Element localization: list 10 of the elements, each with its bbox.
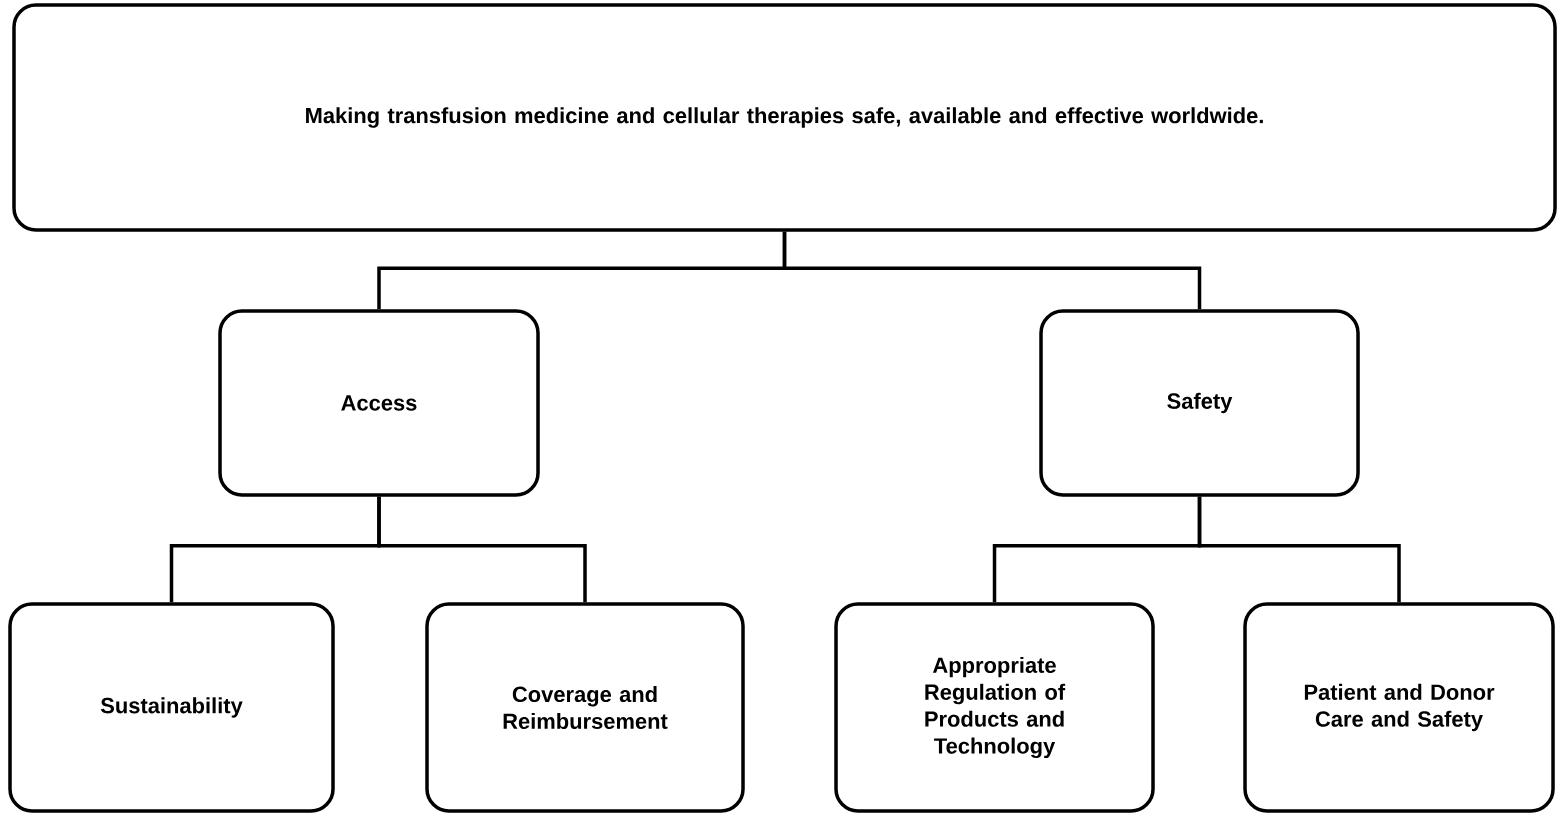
category-box: Appropriate Regulation of Products and Technology (834, 602, 1155, 813)
connector (377, 496, 587, 603)
category-box: Coverage and Reimbursement (425, 602, 745, 813)
connector (782, 231, 1202, 310)
category-box: Access (218, 309, 540, 497)
category-box: Safety (1039, 309, 1360, 497)
category-box: Patient and Donor Care and Safety (1243, 602, 1555, 813)
connector (1197, 496, 1401, 603)
mission-box: Making transfusion medicine and cellular therapies safe, available and effective worldwide. (12, 3, 1557, 232)
category-box: Sustainability (8, 602, 335, 813)
